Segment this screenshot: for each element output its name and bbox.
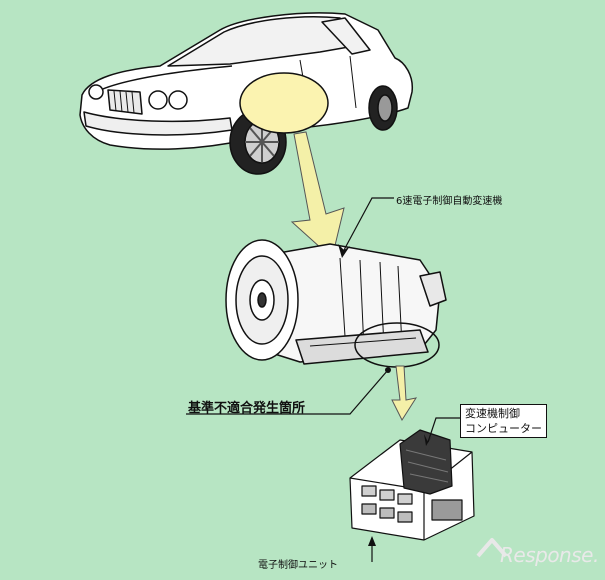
transmission-leader-line <box>343 197 394 251</box>
defect-location-label: 基準不適合発生箇所 <box>188 401 306 416</box>
defect-leader-line <box>186 369 389 415</box>
transmission-illustration <box>225 239 447 365</box>
control-unit-illustration <box>349 429 475 541</box>
response-logo <box>476 538 508 558</box>
tcm-leader-arrowhead <box>424 434 432 446</box>
watermark-text: Response. <box>500 543 599 567</box>
highlight-ellipse <box>239 72 329 134</box>
control-unit-leader-arrowhead <box>368 536 376 546</box>
tcm-leader-line <box>427 417 460 443</box>
transmission-leader-arrowhead <box>338 244 350 258</box>
arrow-to-transmission <box>290 131 345 259</box>
arrow-to-control-unit <box>391 365 418 422</box>
defect-leader-dot <box>385 367 391 373</box>
tcm-label-line1: 変速機制御 <box>465 407 520 420</box>
tcm-label: 変速機制御 コンピューター <box>460 404 547 438</box>
tcm-label-line2: コンピューター <box>465 422 542 435</box>
control-unit-label: 電子制御ユニット <box>258 560 338 571</box>
transmission-label: 6速電子制御自動変速機 <box>396 196 503 207</box>
